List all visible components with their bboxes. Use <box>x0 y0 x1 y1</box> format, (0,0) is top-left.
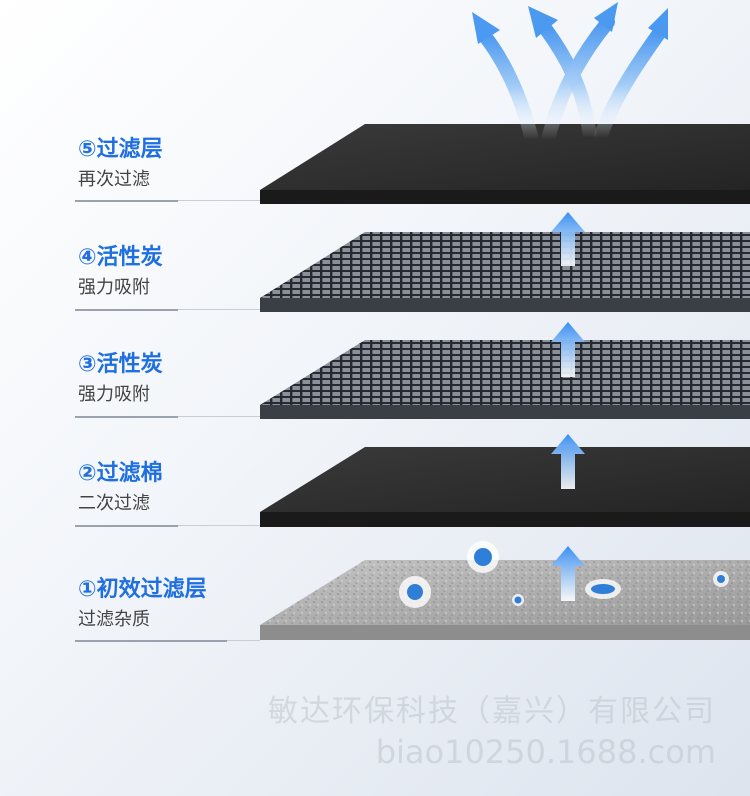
layer-title: ①初效过滤层 <box>78 577 207 602</box>
germ-icon <box>713 571 729 587</box>
divider <box>178 200 260 201</box>
layer-4-carbon <box>260 232 750 312</box>
layer-5-label: ⑤过滤层 再次过滤 <box>78 136 163 192</box>
germ-icon <box>399 576 431 608</box>
germ-icon <box>585 579 621 599</box>
layer-5-filter <box>260 124 750 204</box>
germ-icon <box>467 541 499 573</box>
layer-subtitle: 过滤杂质 <box>78 609 150 630</box>
divider <box>227 640 260 641</box>
layer-1-label: ①初效过滤层 过滤杂质 <box>78 576 207 632</box>
layer-title: ③活性炭 <box>78 352 163 377</box>
divider <box>178 309 260 310</box>
upflow-arrow-icon <box>551 546 585 601</box>
layer-subtitle: 强力吸附 <box>78 384 150 405</box>
layer-2-cotton <box>260 447 750 527</box>
divider <box>178 525 260 526</box>
airflow-arrows-icon <box>472 2 668 147</box>
layer-title: ④活性炭 <box>78 245 163 270</box>
divider <box>75 640 227 642</box>
layer-1-primary <box>260 560 750 640</box>
layer-title: ⑤过滤层 <box>78 137 163 162</box>
divider <box>75 416 178 418</box>
layer-3-carbon <box>260 340 750 419</box>
layer-subtitle: 再次过滤 <box>78 169 150 190</box>
upflow-arrow-icon <box>551 212 585 266</box>
layer-subtitle: 二次过滤 <box>78 493 150 514</box>
divider <box>75 309 178 311</box>
upflow-arrow-icon <box>551 434 585 489</box>
watermark-url: biao10250.1688.com <box>375 733 716 771</box>
watermark-company: 敏达环保科技（嘉兴）有限公司 <box>268 694 716 729</box>
layer-3-label: ③活性炭 强力吸附 <box>78 351 163 407</box>
layer-4-label: ④活性炭 强力吸附 <box>78 244 163 300</box>
layer-title: ②过滤棉 <box>78 461 163 486</box>
layer-2-label: ②过滤棉 二次过滤 <box>78 460 163 516</box>
layer-subtitle: 强力吸附 <box>78 277 150 298</box>
upflow-arrow-icon <box>551 322 585 377</box>
divider <box>75 200 178 202</box>
divider <box>178 416 260 417</box>
divider <box>75 525 178 527</box>
germ-icon <box>512 594 524 606</box>
